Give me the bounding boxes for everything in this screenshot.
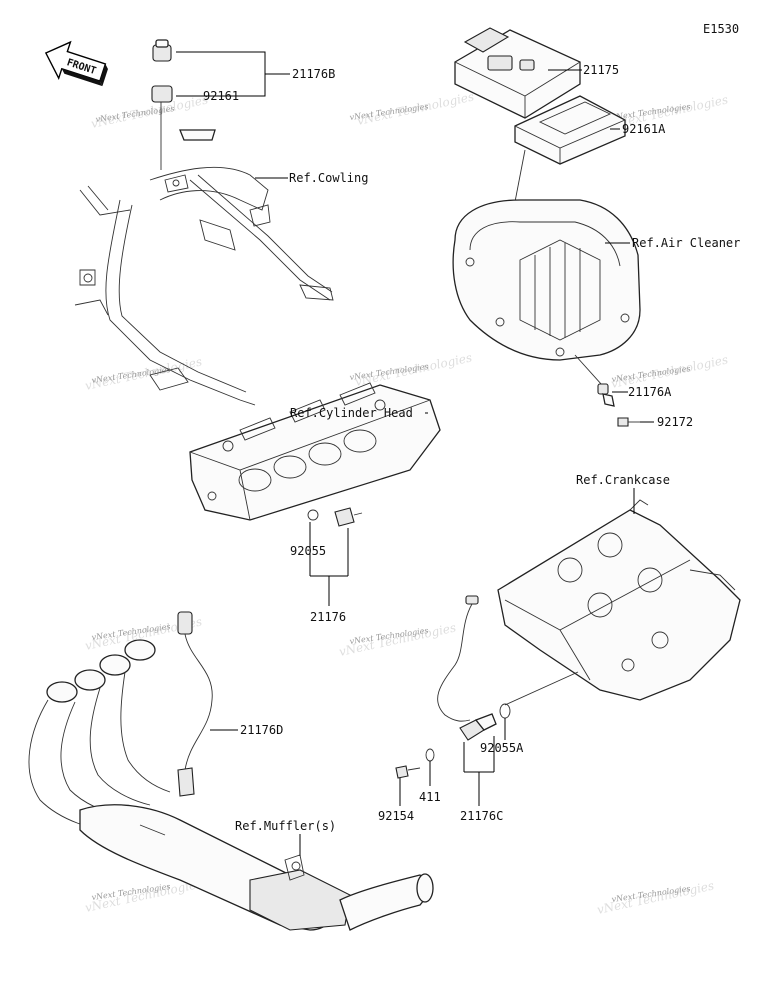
label-ref-cowling: Ref.Cowling bbox=[289, 171, 368, 185]
label-92055a: 92055A bbox=[480, 741, 524, 755]
diagram-code: E1530 bbox=[703, 22, 739, 36]
exhaust-system bbox=[28, 639, 434, 931]
label-ref-crankcase: Ref.Crankcase bbox=[576, 473, 670, 487]
sensor-21176 bbox=[334, 507, 363, 527]
label-21176d: 21176D bbox=[240, 723, 283, 737]
ecu-21175 bbox=[454, 27, 581, 119]
label-21176b: 21176B bbox=[292, 67, 335, 81]
cylinder-head bbox=[189, 382, 441, 521]
washer-92055a bbox=[499, 703, 511, 719]
label-ref-cylinder-head: Ref.Cylinder Head bbox=[290, 406, 413, 420]
sensor-21176b-group bbox=[151, 39, 173, 170]
sensor-21176c-wire bbox=[437, 595, 479, 722]
tray-92161a bbox=[514, 95, 626, 165]
bolt-92154 bbox=[395, 765, 421, 779]
label-21176a: 21176A bbox=[628, 385, 672, 399]
label-92172: 92172 bbox=[657, 415, 693, 429]
air-cleaner bbox=[452, 199, 641, 361]
label-21175: 21175 bbox=[583, 63, 619, 77]
label-92161: 92161 bbox=[203, 89, 239, 103]
front-arrow: FRONT bbox=[44, 40, 108, 87]
label-ref-air-cleaner: Ref.Air Cleaner bbox=[632, 236, 740, 250]
label-92154: 92154 bbox=[378, 809, 414, 823]
screw-92172 bbox=[617, 417, 640, 427]
label-92161a: 92161A bbox=[622, 122, 666, 136]
sensor-21176d bbox=[177, 611, 213, 797]
cowling-bracket bbox=[74, 129, 334, 406]
washer-411 bbox=[425, 748, 435, 762]
washer-92055 bbox=[307, 509, 319, 521]
sensor-21176a bbox=[597, 383, 615, 407]
crankcase bbox=[497, 499, 741, 701]
label-411: 411 bbox=[419, 790, 441, 804]
grommet-92161 bbox=[151, 85, 173, 103]
label-21176c: 21176C bbox=[460, 809, 503, 823]
label-92055: 92055 bbox=[290, 544, 326, 558]
label-21176: 21176 bbox=[310, 610, 346, 624]
label-ref-mufflers: Ref.Muffler(s) bbox=[235, 819, 336, 833]
sensor-21176c bbox=[459, 713, 497, 741]
